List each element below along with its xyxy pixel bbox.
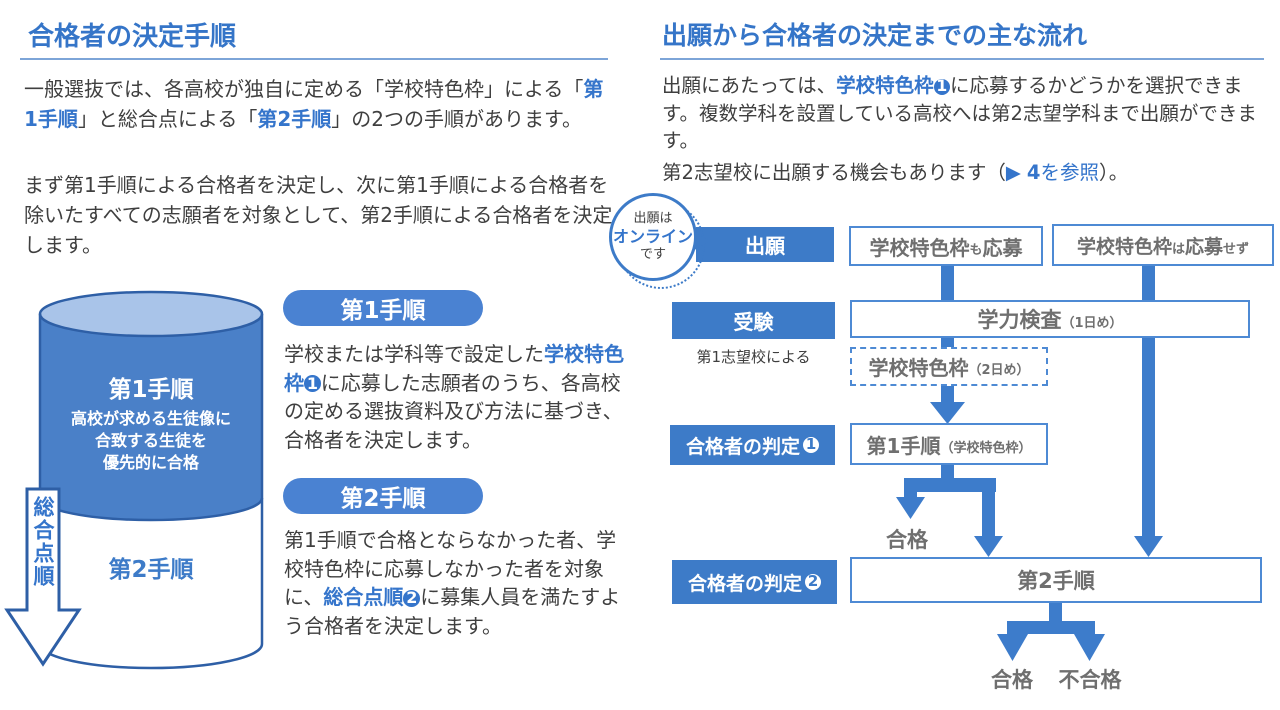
circled-1-icon: 1 [304,375,321,393]
bubble-line3: です [639,247,666,262]
arrowhead-down [1074,634,1105,661]
text-segment: に応募した志願者のうち、各高校の定める選抜資料及び方法に基づき、合格者を決定しま… [284,370,623,452]
down-arrow-icon [4,487,82,667]
funnel-step1-desc: 高校が求める生徒像に 合致する生徒を 優先的に合格 [36,408,266,474]
reference-page-number[interactable]: 4 [1026,161,1041,184]
cylinder-lower-body [40,498,262,668]
total-score-order-label: 総合点順 [31,496,55,588]
down-arrow-shape [4,487,82,667]
cylinder-upper-body [40,314,262,520]
box-text: 第2手順 [1017,569,1095,593]
box-text: 応募 [982,235,1023,260]
circled-2-icon: 2 [403,590,421,607]
funnel-step1-title: 第1手順 [108,377,194,403]
flow-box-step1: 第1手順（学校特色枠） [850,423,1048,465]
left-title-rule [20,58,608,60]
box-text: 学校特色枠 [868,356,969,380]
play-icon: ▶ [1005,161,1021,184]
box-text: 学校特色枠 [1076,235,1172,258]
flow-box-apply-without-feature: 学校特色枠は応募せず [1052,224,1274,266]
box-text-small: （学校特色枠） [940,440,1032,456]
result-fail-step2: 不合格 [1058,668,1122,692]
reference-link[interactable]: を参照 [1040,161,1100,184]
selection-funnel-diagram: 第1手順 高校が求める生徒像に 合致する生徒を 優先的に合格 第2手順 [36,288,266,674]
left-paragraph-2: まず第1手順による合格者を決定し、次に第1手順による合格者を除いたすべての志願者… [24,173,613,257]
bubble-line2: オンライン [612,227,693,246]
text-segment: 第1手順で合格とならなかった者、学校特色枠に応募しなかった者を対象に、 [284,528,617,609]
left-paragraph-1: 一般選抜では、各高校が独自に定める「学校特色枠」による「第1手順」と総合点による… [24,74,616,134]
box-text: 学校特色枠 [869,235,970,260]
connector-line [941,465,954,481]
highlight-school-feature: 学校特色枠 [836,74,934,97]
box-text-small: （2日め） [968,363,1030,378]
flow-label-apply: 出願 [696,227,834,262]
bubble-line1: 出願は [633,210,673,226]
text-segment: 一般選抜では、各高校が独自に定める「学校特色枠」による「 [24,77,584,101]
text-segment: 第2志望校に出願する機会もあります（ [662,161,1006,184]
right-paragraph-2: 第2志望校に出願する機会もあります（▶4を参照）。 [662,156,1270,185]
text-segment: ）。 [1099,161,1129,184]
arrowhead-down [896,497,925,519]
flow-box-feature-exam: 学校特色枠（2日め） [850,347,1048,386]
box-text: 応募 [1185,235,1224,258]
box-text: 第1手順 [866,433,941,458]
connector-line [904,478,996,492]
funnel-desc-line3: 優先的に合格 [102,453,199,472]
flow-box-step2: 第2手順 [850,557,1262,603]
right-section-title: 出願から合格者の決定までの主な流れ [662,21,1088,50]
arrowhead-down [974,536,1003,557]
text-segment: に応募するかどうかを選択できます。複数学科を設置している高校へは第2志望学科まで… [662,74,1257,152]
cylinder-graphic [38,290,264,670]
highlight-school-feature: 学校特色枠 [284,342,624,395]
box-text-small: （1日め） [1061,315,1123,331]
flow-box-apply-with-feature: 学校特色枠も応募 [849,226,1043,266]
judge-label-text: 合格者の判定 [688,572,803,595]
text-segment: 」の2つの手順があります。 [331,107,582,131]
arrowhead-down [997,634,1028,661]
highlight-step1: 第1手順 [24,77,604,131]
connector-line [1049,603,1062,622]
online-application-bubble: 出願は オンライン です [609,193,697,281]
result-pass-step2: 合格 [991,668,1033,692]
arrow-label-wrap: 総合点順 [4,496,82,588]
funnel-desc-line2: 合致する生徒を [94,431,207,450]
flow-note-first-choice: 第1志望校による [696,348,811,366]
box-text-small: は [1171,241,1185,257]
box-text: 学力検査 [977,308,1062,332]
circled-2-icon: 2 [805,574,821,590]
box-text-small: せず [1223,241,1250,257]
text-segment: に募集人員を満たすよう合格者を決定します。 [284,585,621,638]
right-title-rule [660,58,1264,60]
circled-1-icon: 1 [933,78,951,96]
highlight-total-score: 総合点順 [323,585,404,609]
flow-label-exam: 受験 [672,302,835,339]
flow-box-academic-test: 学力検査（1日め） [850,300,1250,338]
highlight-step2: 第2手順 [257,107,332,131]
arrowhead-down [930,402,965,424]
left-section-title: 合格者の決定手順 [28,22,237,52]
connector-line [904,478,917,498]
judge-label-text: 合格者の判定 [686,435,801,458]
arrowhead-down [1134,536,1163,557]
connector-line [1007,621,1095,634]
text-segment: 学校または学科等で設定した [284,342,544,366]
step2-pill: 第2手順 [283,478,483,514]
circled-1-icon: 1 [803,437,819,453]
total-score-order-arrow: 総合点順 [4,486,82,668]
text-segment: 」と総合点による「 [77,107,258,131]
box-text-small: も [969,242,983,258]
funnel-step2-title: 第2手順 [108,557,194,583]
connector-line [982,478,995,537]
funnel-desc-line1: 高校が求める生徒像に [70,409,231,428]
step1-pill: 第1手順 [283,290,483,326]
result-pass-step1: 合格 [886,528,928,552]
text-segment: 出願にあたっては、 [662,74,837,97]
